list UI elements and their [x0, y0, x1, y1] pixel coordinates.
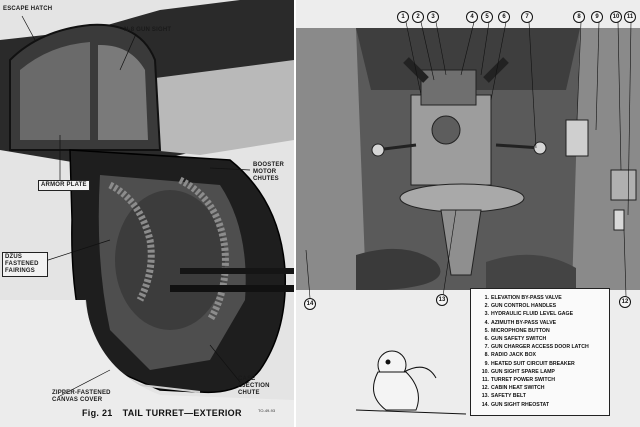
legend-item-number: 5. — [484, 327, 489, 334]
callout-number-10: 10 — [610, 11, 622, 23]
legend-item-number: 10. — [481, 368, 489, 375]
legend-item-text: RADIO JACK BOX — [491, 352, 536, 359]
callout-number-13: 13 — [436, 294, 448, 306]
legend-item-text: TURRET POWER SWITCH — [491, 377, 555, 384]
legend-item-text: AZIMUTH BY-PASS VALVE — [491, 319, 557, 326]
callout-number-8: 8 — [573, 11, 585, 23]
legend-item-text: HEATED SUIT CIRCUIT BREAKER — [491, 360, 575, 367]
legend-item: 5.MICROPHONE BUTTON — [481, 327, 605, 335]
legend-item-text: GUN SAFETY SWITCH — [491, 336, 547, 343]
tail-turret-exterior-photo — [0, 0, 294, 427]
callout-number-3: 3 — [427, 11, 439, 23]
legend-item-text: GUN SIGHT SPARE LAMP — [491, 368, 555, 375]
callout-number-2: 2 — [412, 11, 424, 23]
caption-title: TAIL TURRET—EXTERIOR — [122, 408, 242, 418]
legend-item-number: 13. — [481, 393, 489, 400]
legend-item: 2.GUN CONTROL HANDLES — [481, 302, 605, 310]
callout-number-7: 7 — [521, 11, 533, 23]
legend-item: 4.AZIMUTH BY-PASS VALVE — [481, 319, 605, 327]
callout-number-5: 5 — [481, 11, 493, 23]
legend-item-text: MICROPHONE BUTTON — [491, 327, 550, 334]
legend-item-number: 14. — [481, 401, 489, 408]
page-code: TO-49-93 — [258, 408, 276, 413]
legend-item-text: GUN SIGHT RHEOSTAT — [491, 401, 550, 408]
legend-item-text: SAFETY BELT — [491, 393, 526, 400]
legend-item: 7.GUN CHARGER ACCESS DOOR LATCH — [481, 343, 605, 351]
callout-number-9: 9 — [591, 11, 603, 23]
legend-item: 1.ELEVATION BY-PASS VALVE — [481, 294, 605, 302]
legend-item: 9.HEATED SUIT CIRCUIT BREAKER — [481, 360, 605, 368]
legend-item: 6.GUN SAFETY SWITCH — [481, 335, 605, 343]
legend-item-number: 3. — [484, 311, 489, 318]
legend-item-text: CABIN HEAT SWITCH — [491, 385, 545, 392]
callout-gun-sight: N-8 GUN SIGHT — [124, 27, 172, 33]
callout-armor-plate: ARMOR PLATE — [38, 180, 90, 191]
legend-item-text: GUN CHARGER ACCESS DOOR LATCH — [491, 344, 589, 351]
legend-item-number: 12. — [481, 385, 489, 392]
legend-item-number: 8. — [484, 352, 489, 359]
callout-number-6: 6 — [498, 11, 510, 23]
legend-item-text: GUN CONTROL HANDLES — [491, 303, 557, 310]
legend-item: 3.HYDRAULIC FLUID LEVEL GAGE — [481, 310, 605, 318]
callout-number-4: 4 — [466, 11, 478, 23]
legend-item-number: 6. — [484, 336, 489, 343]
legend-item-number: 4. — [484, 319, 489, 326]
callout-case-ejection-chute: CASE EJECTION CHUTE — [238, 376, 270, 396]
figure-caption: Fig. 21 TAIL TURRET—EXTERIOR — [82, 408, 242, 418]
callout-number-12: 12 — [619, 296, 631, 308]
legend-item-text: HYDRAULIC FLUID LEVEL GAGE — [491, 311, 574, 318]
legend-item-number: 2. — [484, 303, 489, 310]
legend-item-number: 9. — [484, 360, 489, 367]
legend-item-text: ELEVATION BY-PASS VALVE — [491, 295, 562, 301]
caption-figure-number: Fig. 21 — [82, 408, 113, 418]
left-page-tail-turret-exterior: ESCAPE HATCH N-8 GUN SIGHT ARMOR PLATE B… — [0, 0, 294, 427]
callout-dzus-fastened-fairings: DZUS FASTENED FAIRINGS — [2, 252, 48, 277]
tail-turret-interior-photo — [296, 0, 640, 427]
callout-number-14: 14 — [304, 298, 316, 310]
legend-item: 8.RADIO JACK BOX — [481, 351, 605, 359]
legend-item: 13.SAFETY BELT — [481, 392, 605, 400]
callout-number-11: 11 — [624, 11, 636, 23]
legend-item: 11.TURRET POWER SWITCH — [481, 376, 605, 384]
legend-item-number: 11. — [482, 377, 489, 384]
callout-zipper-canvas-cover: ZIPPER-FASTENED CANVAS COVER — [52, 390, 111, 403]
legend-item: 12.CABIN HEAT SWITCH — [481, 384, 605, 392]
legend-item-number: 1. — [484, 295, 489, 301]
callout-booster-motor-chutes: BOOSTER MOTOR CHUTES — [253, 162, 285, 182]
legend-item: 14.GUN SIGHT RHEOSTAT — [481, 401, 605, 409]
legend-item-number: 7. — [484, 344, 489, 351]
callout-number-1: 1 — [397, 11, 409, 23]
callout-escape-hatch: ESCAPE HATCH — [3, 6, 53, 12]
legend-item: 10.GUN SIGHT SPARE LAMP — [481, 368, 605, 376]
